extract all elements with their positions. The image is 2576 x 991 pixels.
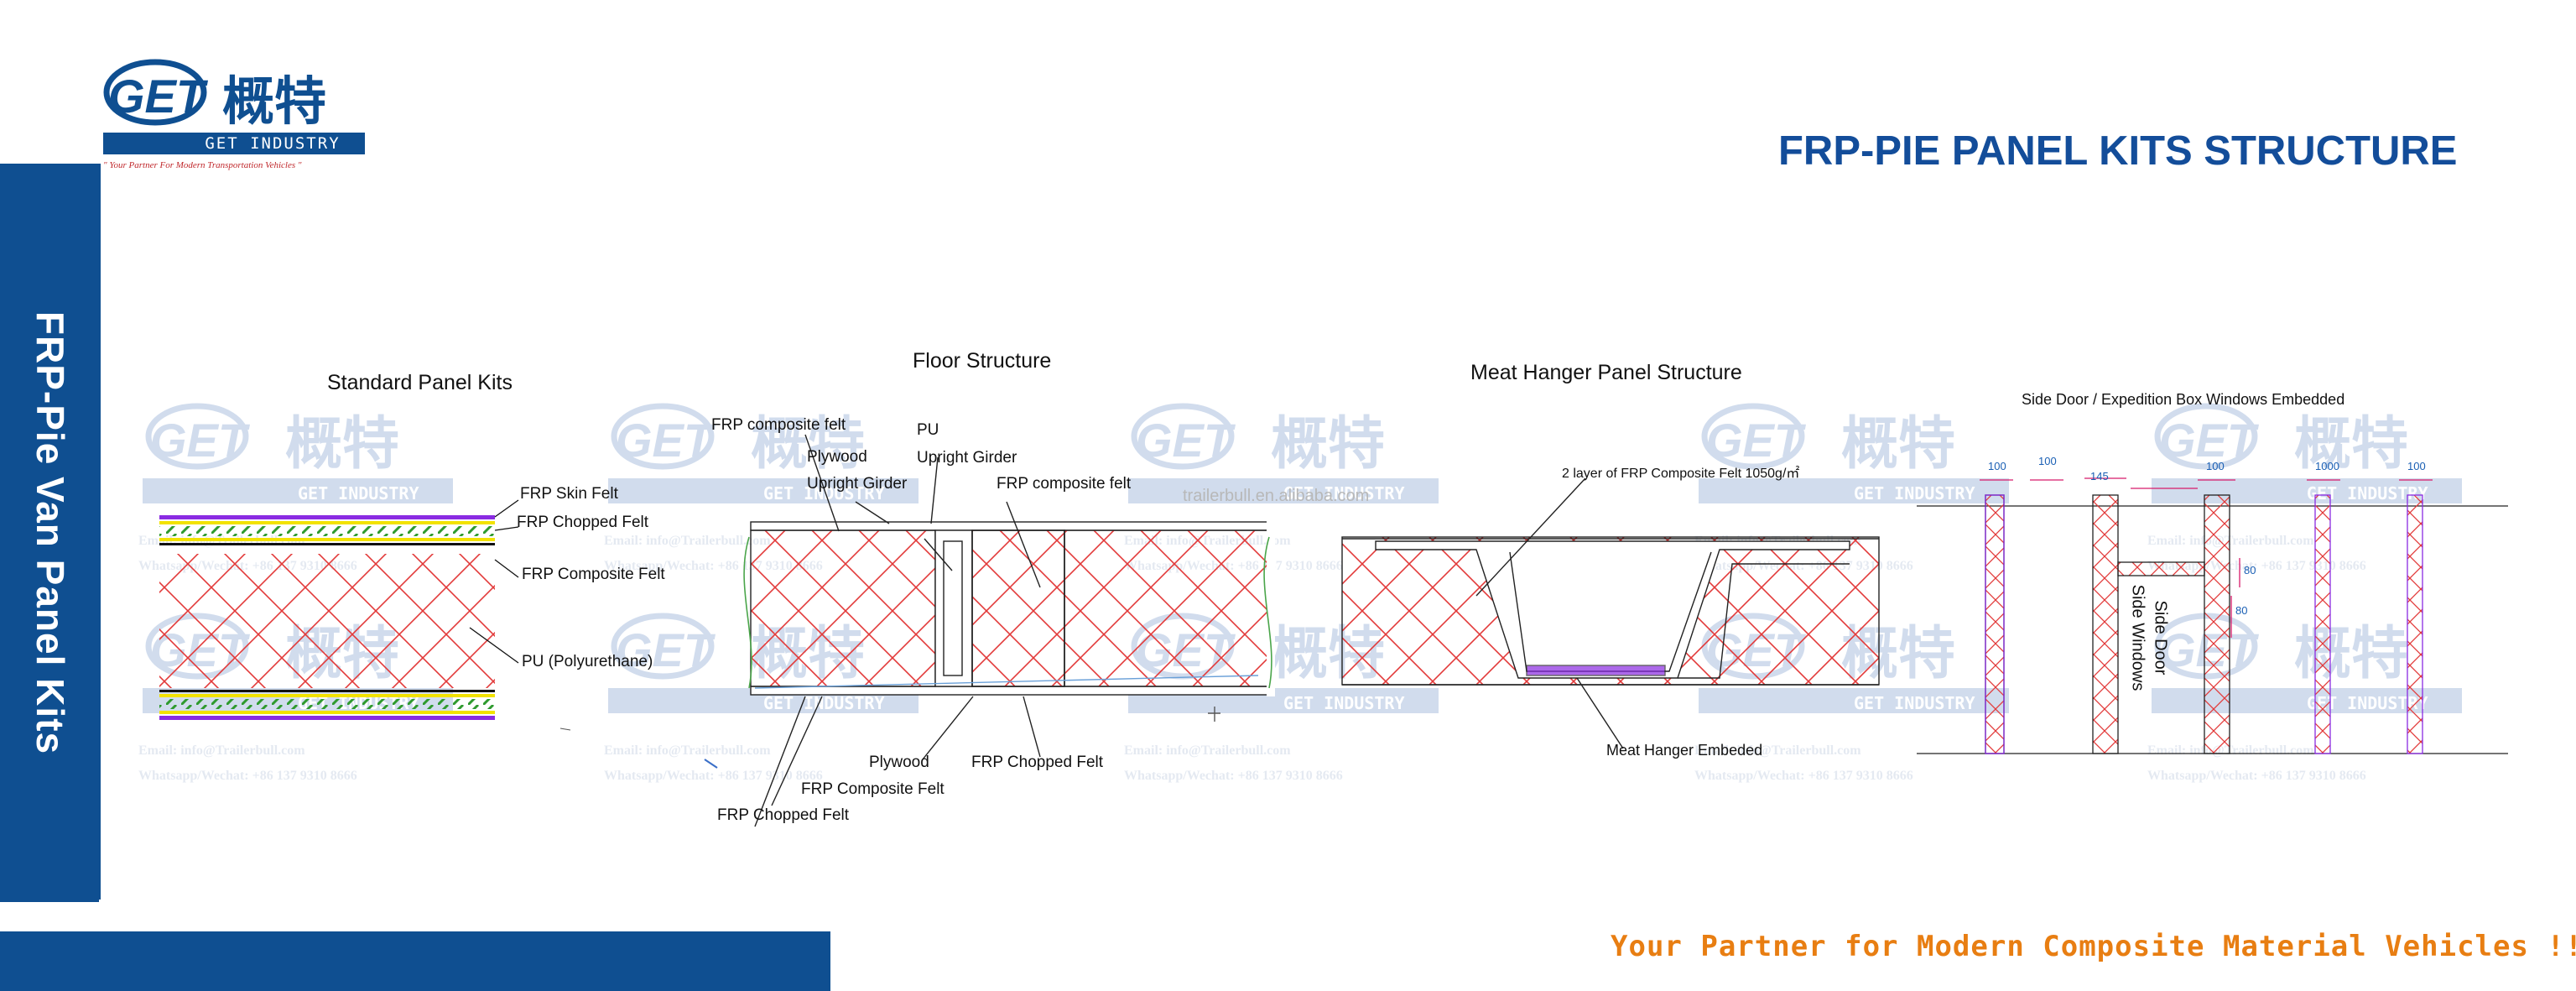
- label-floor-pu: PU: [917, 421, 939, 439]
- label-floor-frp-chopped-right: FRP Chopped Felt: [971, 754, 1104, 771]
- label-floor-frp-composite-right: FRP composite felt: [997, 475, 1132, 493]
- label-floor-plywood-top: Plywood: [807, 448, 867, 466]
- floor-drawing: [743, 434, 1275, 827]
- label-floor-frp-composite-top: FRP composite felt: [711, 416, 846, 434]
- label-frp-skin-felt: FRP Skin Felt: [520, 485, 618, 503]
- slogan: Your Partner for Modern Composite Materi…: [1611, 930, 2576, 963]
- svg-text:概特: 概特: [285, 411, 399, 477]
- label-side-windows: Side Windows: [2128, 584, 2147, 691]
- svg-text:概特: 概特: [751, 411, 865, 477]
- dim-8: 80: [2235, 604, 2248, 617]
- company-logo: GET 概特 GET INDUSTRY " Your Partner For M…: [96, 52, 373, 178]
- svg-text:GET: GET: [2159, 414, 2260, 467]
- meat-hanger-title: Meat Hanger Panel Structure: [1470, 361, 1742, 384]
- floor-structure-title: Floor Structure: [913, 349, 1052, 373]
- watermark-site: trailerbull.en.alibaba.com: [1183, 487, 1370, 505]
- standard-panel-title: Standard Panel Kits: [327, 371, 513, 394]
- svg-text:GET: GET: [150, 414, 251, 467]
- svg-text:GET INDUSTRY: GET INDUSTRY: [205, 134, 340, 153]
- watermark-phone: Whatsapp/Wechat: +86 137 9310 8666: [138, 769, 357, 783]
- watermark-email: Email: info@Trailerbull.com: [2147, 743, 2314, 758]
- logo-graphic: GET 概特 GET INDUSTRY " Your Partner For M…: [103, 59, 365, 170]
- dim-7: 80: [2244, 564, 2256, 576]
- label-meat-embed: Meat Hanger Embeded: [1606, 742, 1763, 759]
- watermark-email: Email: info@Trailerbull.com: [2147, 534, 2314, 548]
- dim-1: 100: [1988, 460, 2006, 472]
- watermark-band: GET INDUSTRY: [298, 483, 419, 503]
- label-frp-composite-felt: FRP Composite Felt: [522, 566, 665, 583]
- watermark-email: Email: info@Trailerbull.com: [1694, 743, 1861, 758]
- label-side-door: Side Door: [2151, 600, 2170, 675]
- watermark-band: GET INDUSTRY: [1283, 483, 1405, 503]
- label-floor-upright-girder-2: Upright Girder: [807, 475, 908, 493]
- svg-text:概特: 概特: [222, 70, 326, 132]
- svg-text:GET: GET: [1136, 414, 1236, 467]
- meat-hanger-drawing: [1341, 477, 1880, 749]
- watermark-band: GET INDUSTRY: [1283, 693, 1405, 713]
- watermark-email: Email: info@Trailerbull.com: [604, 743, 771, 758]
- watermark-email: Email: info@Trailerbull.com: [138, 743, 305, 758]
- svg-text:GET: GET: [616, 623, 716, 676]
- svg-text:" Your Partner For Modern Tran: " Your Partner For Modern Transportation…: [103, 160, 302, 170]
- svg-text:GET: GET: [1706, 414, 1807, 467]
- standard-panel-drawing: [159, 499, 519, 720]
- dim-6: 100: [2407, 460, 2426, 472]
- watermark-band: GET INDUSTRY: [1854, 693, 1975, 713]
- dim-2: 100: [2038, 455, 2057, 467]
- dim-3: 145: [2090, 470, 2109, 482]
- watermark-phone: Whatsapp/Wechat: +86 137 9310 8666: [1124, 769, 1343, 783]
- label-floor-frp-chopped-bottom: FRP Chopped Felt: [717, 806, 850, 824]
- watermark-email: Email: info@Trailerbull.com: [1124, 743, 1291, 758]
- label-floor-plywood-bottom: Plywood: [869, 754, 929, 771]
- dim-4: 100: [2206, 460, 2225, 472]
- svg-text:概特: 概特: [2294, 621, 2408, 687]
- dim-5: 1000: [2315, 460, 2339, 472]
- side-door-title: Side Door / Expedition Box Windows Embed…: [2022, 391, 2345, 408]
- side-door-drawing: [1917, 477, 2508, 754]
- watermark-band: GET INDUSTRY: [1854, 483, 1975, 503]
- page-title: FRP-PIE PANEL KITS STRUCTURE: [1778, 128, 2458, 174]
- label-meat-composite: 2 layer of FRP Composite Felt 1050g/㎡: [1562, 467, 1800, 481]
- watermark-phone: Whatsapp/Wechat: +86 137 9310 8666: [1694, 769, 1913, 783]
- watermark-phone: Whatsapp/Wechat: +86 137 9310 8666: [604, 769, 823, 783]
- label-floor-frp-composite-bottom: FRP Composite Felt: [801, 780, 945, 798]
- watermark-phone: Whatsapp/Wechat: +86 137 9310 8666: [2147, 769, 2366, 783]
- bottom-bar: [0, 931, 830, 991]
- svg-text:概特: 概特: [2294, 411, 2408, 477]
- svg-text:GET: GET: [616, 414, 716, 467]
- svg-text:GET: GET: [108, 70, 209, 123]
- watermark-email: Email: info@Trailerbull.com: [604, 534, 771, 548]
- svg-text:概特: 概特: [1841, 411, 1955, 477]
- sidebar: [0, 164, 101, 902]
- label-pu: PU (Polyurethane): [522, 653, 653, 670]
- label-floor-upright-girder-1: Upright Girder: [917, 449, 1017, 467]
- sidebar-notch: [99, 900, 830, 933]
- svg-text:概特: 概特: [1271, 411, 1385, 477]
- watermark-band: GET INDUSTRY: [763, 693, 885, 713]
- label-frp-chopped-felt: FRP Chopped Felt: [517, 514, 649, 531]
